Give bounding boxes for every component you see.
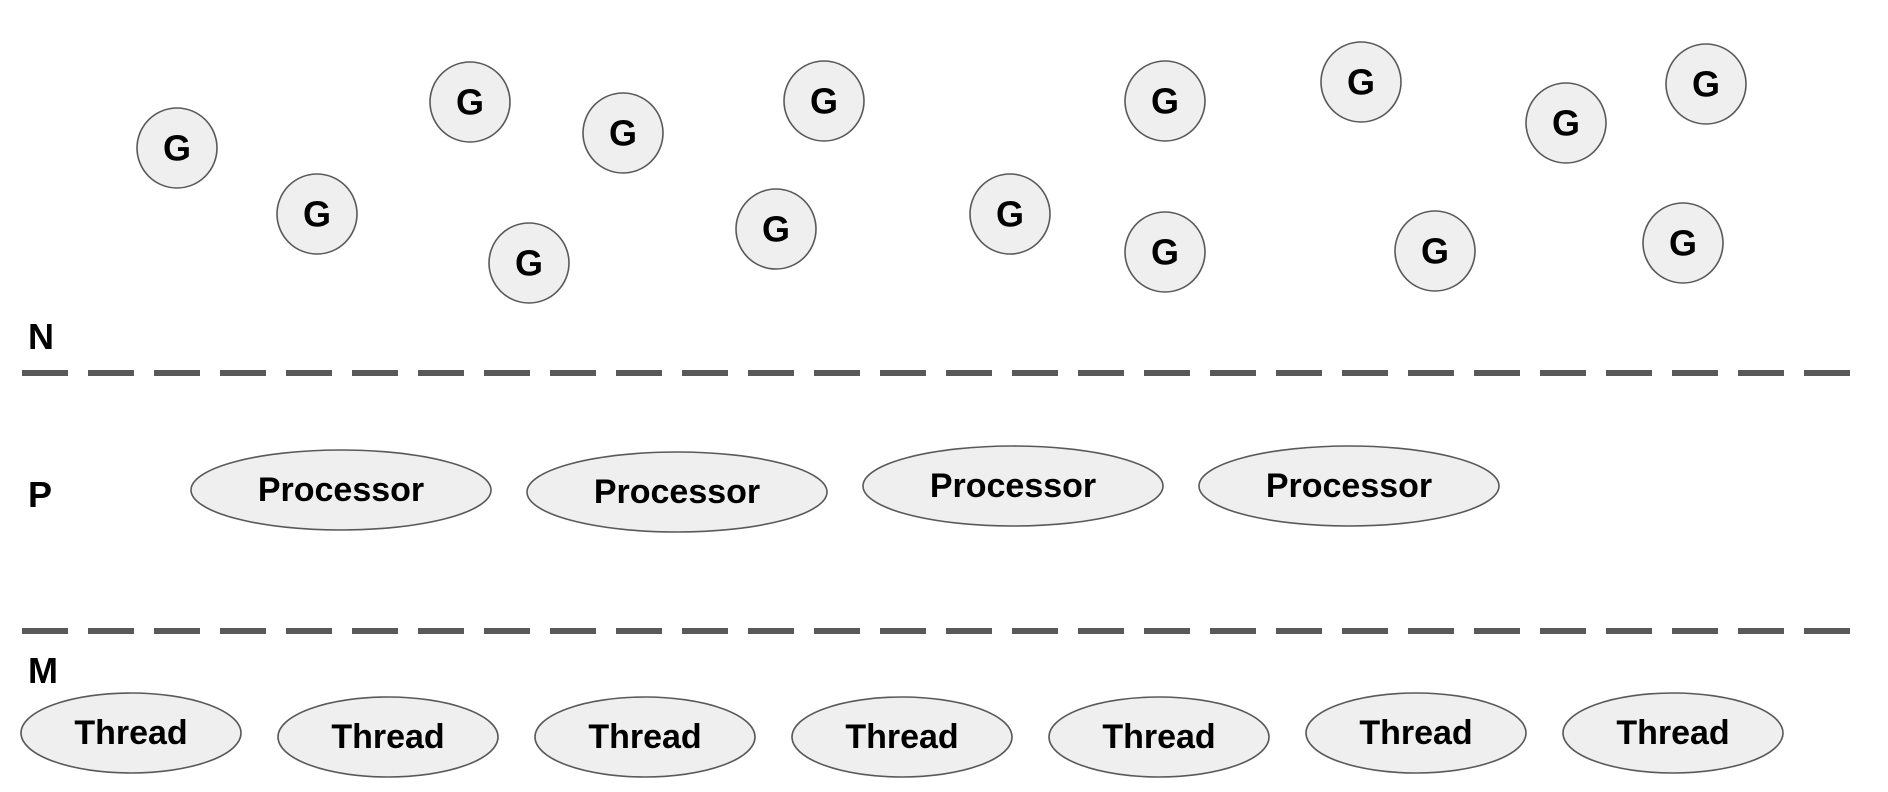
goroutine-node: G <box>735 188 817 270</box>
goroutine-node: G <box>1394 210 1476 292</box>
processor-node: Processor <box>190 449 492 531</box>
processor-ellipse <box>1198 445 1500 527</box>
goroutine-node: G <box>276 173 358 255</box>
goroutine-label: G <box>303 194 331 235</box>
goroutine-circle <box>969 173 1051 255</box>
thread-node: Thread <box>277 696 499 778</box>
thread-node: Thread <box>20 692 242 774</box>
goroutine-label: G <box>1151 81 1179 122</box>
goroutine-circle <box>735 188 817 270</box>
goroutine-circle <box>429 61 511 143</box>
row-label-n: N <box>28 316 54 357</box>
processor-label: Processor <box>258 471 424 509</box>
goroutine-circle <box>1124 211 1206 293</box>
processor-layer: Processor Processor Processor Processor <box>190 445 1500 533</box>
goroutine-node: G <box>488 222 570 304</box>
thread-label: Thread <box>1616 714 1729 752</box>
processor-node: Processor <box>862 445 1164 527</box>
goroutine-circle <box>136 107 218 189</box>
thread-node: Thread <box>791 696 1013 778</box>
thread-node: Thread <box>534 696 756 778</box>
goroutine-circle <box>783 60 865 142</box>
goroutine-circle <box>1124 60 1206 142</box>
goroutine-label: G <box>762 209 790 250</box>
goroutine-node: G <box>783 60 865 142</box>
thread-ellipse <box>277 696 499 778</box>
goroutine-node: G <box>429 61 511 143</box>
row-label-p: P <box>28 474 52 515</box>
goroutine-node: G <box>1665 43 1747 125</box>
processor-node: Processor <box>526 451 828 533</box>
goroutine-node: G <box>136 107 218 189</box>
thread-layer: Thread Thread Thread Thread Thread Threa… <box>20 692 1784 778</box>
goroutine-label: G <box>810 81 838 122</box>
goroutine-label: G <box>515 243 543 284</box>
thread-ellipse <box>791 696 1013 778</box>
goroutine-label: G <box>1421 231 1449 272</box>
goroutine-circle <box>1320 41 1402 123</box>
goroutine-node: G <box>969 173 1051 255</box>
thread-ellipse <box>1562 692 1784 774</box>
thread-label: Thread <box>588 718 701 756</box>
goroutine-label: G <box>1347 62 1375 103</box>
processor-ellipse <box>190 449 492 531</box>
goroutine-circle <box>1525 82 1607 164</box>
thread-ellipse <box>534 696 756 778</box>
goroutine-node: G <box>1642 202 1724 284</box>
thread-ellipse <box>1305 692 1527 774</box>
goroutine-circle <box>488 222 570 304</box>
goroutine-circle <box>276 173 358 255</box>
goroutine-label: G <box>163 128 191 169</box>
goroutine-layer: G G G G G G G G G G G G G G G <box>136 41 1747 304</box>
thread-label: Thread <box>331 718 444 756</box>
processor-label: Processor <box>1266 467 1432 505</box>
goroutine-label: G <box>1692 64 1720 105</box>
processor-label: Processor <box>594 473 760 511</box>
processor-node: Processor <box>1198 445 1500 527</box>
thread-node: Thread <box>1048 696 1270 778</box>
row-label-m: M <box>28 650 58 691</box>
processor-ellipse <box>862 445 1164 527</box>
goroutine-label: G <box>1669 223 1697 264</box>
goroutine-node: G <box>1124 60 1206 142</box>
thread-ellipse <box>20 692 242 774</box>
processor-ellipse <box>526 451 828 533</box>
goroutine-circle <box>1665 43 1747 125</box>
goroutine-circle <box>1642 202 1724 284</box>
thread-label: Thread <box>74 714 187 752</box>
goroutine-label: G <box>996 194 1024 235</box>
thread-node: Thread <box>1305 692 1527 774</box>
thread-ellipse <box>1048 696 1270 778</box>
thread-node: Thread <box>1562 692 1784 774</box>
goroutine-node: G <box>1525 82 1607 164</box>
processor-label: Processor <box>930 467 1096 505</box>
goroutine-node: G <box>582 92 664 174</box>
thread-label: Thread <box>1102 718 1215 756</box>
goroutine-label: G <box>1552 103 1580 144</box>
goroutine-node: G <box>1320 41 1402 123</box>
goroutine-label: G <box>1151 232 1179 273</box>
goroutine-node: G <box>1124 211 1206 293</box>
goroutine-circle <box>582 92 664 174</box>
goroutine-circle <box>1394 210 1476 292</box>
thread-label: Thread <box>845 718 958 756</box>
goroutine-label: G <box>609 113 637 154</box>
goroutine-label: G <box>456 82 484 123</box>
thread-label: Thread <box>1359 714 1472 752</box>
